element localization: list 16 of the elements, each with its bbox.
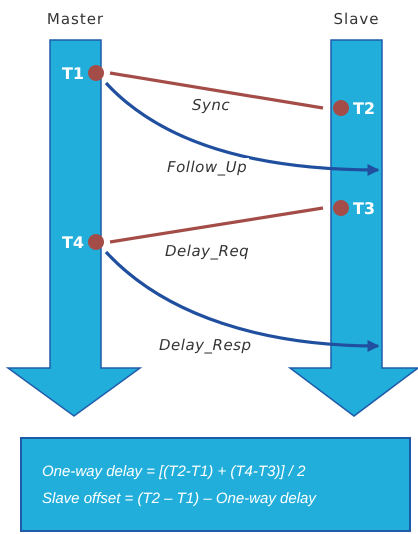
message-arrow [104, 250, 380, 352]
formula-box [20, 437, 411, 532]
timestamp-label: T1 [62, 64, 84, 82]
formula-text: One-way delay = [(T2-T1) + (T4-T3)] / 2 [42, 462, 306, 480]
lane-heading: Slave [332, 10, 380, 28]
timestamp-label: T2 [352, 98, 375, 118]
timestamp-label: T4 [62, 232, 84, 252]
timestamp-label: T3 [352, 198, 375, 218]
message-arrow [104, 82, 380, 176]
lane-heading: Master [46, 10, 106, 28]
message-line [110, 206, 324, 244]
edge-label: Delay_Req [163, 242, 252, 260]
message-line [110, 71, 324, 110]
edge-label: Sync [190, 96, 232, 114]
edge-label: Follow_Up [165, 158, 250, 176]
formula-text: Slave offset = (T2 – T1) – One-way delay [42, 490, 318, 506]
